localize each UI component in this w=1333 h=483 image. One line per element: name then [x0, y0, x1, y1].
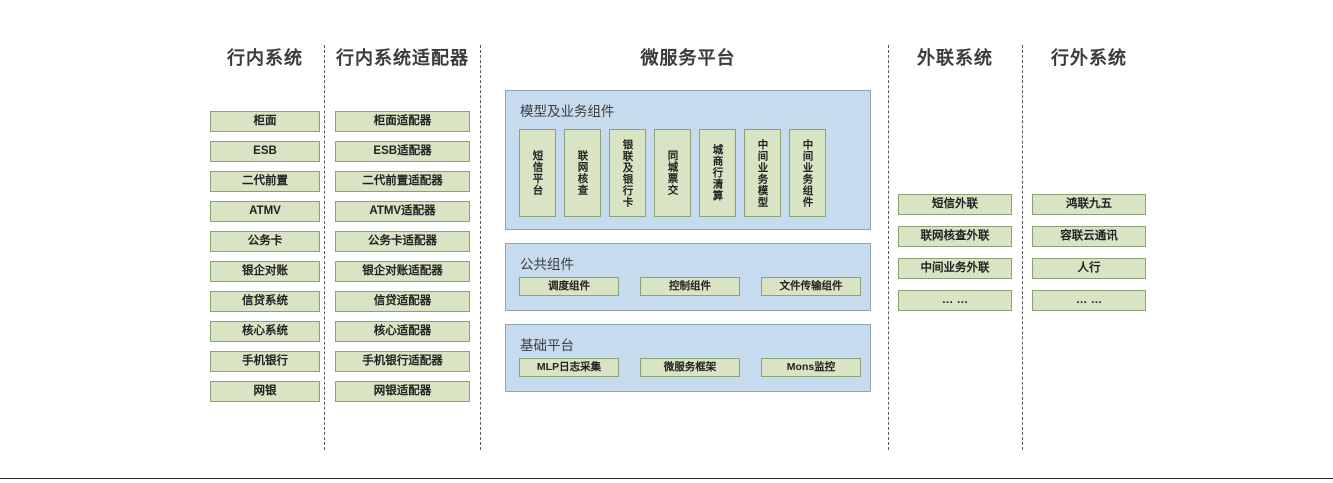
external-link-systems-list: 短信外联 联网核查外联 中间业务外联 … … — [898, 194, 1012, 311]
column-microservice-platform: 微服务平台 — [490, 45, 886, 71]
list-item[interactable]: 短信外联 — [898, 194, 1012, 215]
component-box[interactable]: 城商行清算 — [699, 129, 736, 217]
list-item[interactable]: … … — [1032, 290, 1146, 311]
list-item[interactable]: 柜面适配器 — [335, 111, 470, 132]
list-item[interactable]: 中间业务外联 — [898, 258, 1012, 279]
column-title-in-bank-systems: 行内系统 — [227, 48, 303, 68]
list-item[interactable]: 公务卡 — [210, 231, 320, 252]
component-box[interactable]: 联网核查 — [564, 129, 601, 217]
component-box[interactable]: 中间业务模型 — [744, 129, 781, 217]
in-bank-systems-list: 柜面 ESB 二代前置 ATMV 公务卡 银企对账 信贷系统 核心系统 手机银行… — [210, 111, 320, 402]
component-box[interactable]: 控制组件 — [640, 277, 740, 296]
column-divider-2 — [480, 45, 481, 450]
list-item[interactable]: 鸿联九五 — [1032, 194, 1146, 215]
list-item[interactable]: … … — [898, 290, 1012, 311]
list-item[interactable]: ESB适配器 — [335, 141, 470, 162]
column-external-link-systems: 外联系统 短信外联 联网核查外联 中间业务外联 … … — [898, 45, 1012, 322]
component-box[interactable]: 银联及银行卡 — [609, 129, 646, 217]
panel-common-components: 公共组件 调度组件 控制组件 文件传输组件 — [505, 243, 871, 311]
component-box[interactable]: 微服务框架 — [640, 358, 740, 377]
list-item[interactable]: 二代前置 — [210, 171, 320, 192]
component-box[interactable]: MLP日志采集 — [519, 358, 619, 377]
column-in-bank-systems: 行内系统 柜面 ESB 二代前置 ATMV 公务卡 银企对账 信贷系统 核心系统… — [210, 45, 320, 411]
base-platform-row: MLP日志采集 微服务框架 Mons监控 — [519, 358, 861, 377]
column-divider-3 — [888, 45, 889, 450]
list-item[interactable]: 柜面 — [210, 111, 320, 132]
list-item[interactable]: ATMV适配器 — [335, 201, 470, 222]
component-box[interactable]: 调度组件 — [519, 277, 619, 296]
column-title-microservice-platform: 微服务平台 — [640, 48, 736, 68]
list-item[interactable]: 网银适配器 — [335, 381, 470, 402]
list-item[interactable]: 核心系统 — [210, 321, 320, 342]
column-divider-1 — [324, 45, 325, 450]
list-item[interactable]: ESB — [210, 141, 320, 162]
panel-title-base-platform: 基础平台 — [520, 338, 574, 353]
list-item[interactable]: 核心适配器 — [335, 321, 470, 342]
column-title-out-of-bank-systems: 行外系统 — [1051, 48, 1127, 68]
list-item[interactable]: 公务卡适配器 — [335, 231, 470, 252]
panel-model-business-components: 模型及业务组件 短信平台 联网核查 银联及银行卡 同城票交 城商行清算 中间业务… — [505, 90, 871, 230]
column-title-external-link-systems: 外联系统 — [917, 48, 993, 68]
component-box[interactable]: 同城票交 — [654, 129, 691, 217]
list-item[interactable]: 手机银行适配器 — [335, 351, 470, 372]
panel-title-model-business-components: 模型及业务组件 — [520, 104, 615, 119]
list-item[interactable]: 银企对账 — [210, 261, 320, 282]
component-box[interactable]: 文件传输组件 — [761, 277, 861, 296]
column-divider-4 — [1022, 45, 1023, 450]
list-item[interactable]: 网银 — [210, 381, 320, 402]
list-item[interactable]: 信贷系统 — [210, 291, 320, 312]
microservice-platform-panels: 模型及业务组件 短信平台 联网核查 银联及银行卡 同城票交 城商行清算 中间业务… — [505, 90, 871, 405]
out-of-bank-systems-list: 鸿联九五 容联云通讯 人行 … … — [1032, 194, 1146, 311]
list-item[interactable]: 联网核查外联 — [898, 226, 1012, 247]
list-item[interactable]: 容联云通讯 — [1032, 226, 1146, 247]
model-business-components-row: 短信平台 联网核查 银联及银行卡 同城票交 城商行清算 中间业务模型 中间业务组… — [519, 129, 826, 217]
list-item[interactable]: 人行 — [1032, 258, 1146, 279]
column-out-of-bank-systems: 行外系统 鸿联九五 容联云通讯 人行 … … — [1032, 45, 1146, 322]
list-item[interactable]: 信贷适配器 — [335, 291, 470, 312]
list-item[interactable]: 银企对账适配器 — [335, 261, 470, 282]
component-box[interactable]: Mons监控 — [761, 358, 861, 377]
panel-base-platform: 基础平台 MLP日志采集 微服务框架 Mons监控 — [505, 324, 871, 392]
list-item[interactable]: ATMV — [210, 201, 320, 222]
column-in-bank-adapters: 行内系统适配器 柜面适配器 ESB适配器 二代前置适配器 ATMV适配器 公务卡… — [335, 45, 470, 411]
column-title-in-bank-adapters: 行内系统适配器 — [336, 48, 469, 68]
common-components-row: 调度组件 控制组件 文件传输组件 — [519, 277, 861, 296]
component-box[interactable]: 中间业务组件 — [789, 129, 826, 217]
bottom-rule — [0, 478, 1333, 479]
in-bank-adapters-list: 柜面适配器 ESB适配器 二代前置适配器 ATMV适配器 公务卡适配器 银企对账… — [335, 111, 470, 402]
panel-title-common-components: 公共组件 — [520, 257, 574, 272]
list-item[interactable]: 手机银行 — [210, 351, 320, 372]
list-item[interactable]: 二代前置适配器 — [335, 171, 470, 192]
component-box[interactable]: 短信平台 — [519, 129, 556, 217]
